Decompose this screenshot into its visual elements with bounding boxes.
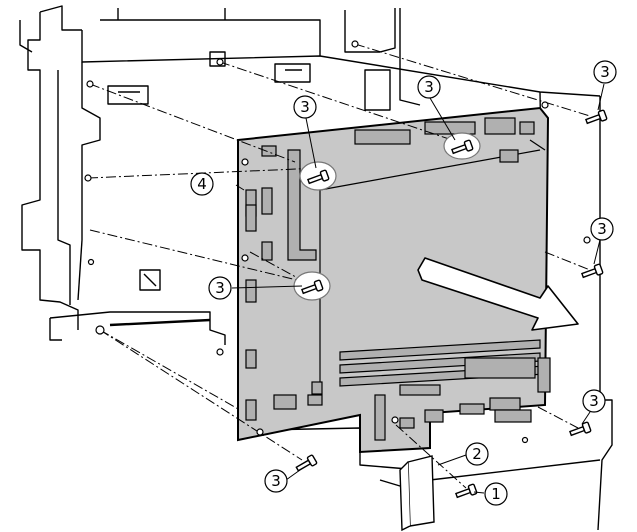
callout-label: 3 [597,220,607,238]
callout-label: 4 [197,175,207,193]
callout-label: 1 [491,485,501,503]
callout-board: 4 [190,172,214,196]
callout-screw-right-mid: 3 [590,217,614,241]
callout-label: 3 [215,279,225,297]
screws [295,109,608,499]
callout-screw-bottom-left: 3 [264,469,288,493]
callout-label: 3 [271,472,281,490]
callout-label: 3 [600,63,610,81]
callout-screw-right-bottom: 3 [582,389,606,413]
callout-screw-top-center: 3 [417,75,441,99]
screw-icon [307,169,330,185]
callout-screw-right-top: 3 [593,60,617,84]
bracket [399,455,435,532]
board-components [245,117,551,441]
screw-icon [295,454,318,472]
callout-label: 3 [589,392,599,410]
callout-label: 2 [472,445,482,463]
screw-icon [451,139,474,155]
removal-arrow [417,257,579,331]
callout-label: 3 [300,98,310,116]
screw-icon [569,421,592,437]
screw-icon [301,279,324,295]
screw-holes [84,40,591,444]
callout-label: 3 [424,78,434,96]
screw-icon [581,263,604,279]
callout-bracket-screw: 1 [484,482,508,506]
screw-icon [455,483,478,499]
callout-bracket: 2 [465,442,489,466]
alignment-lines [87,43,591,489]
leader-lines [231,83,605,494]
callout-screw-side-top-left: 3 [293,95,317,119]
screw-icon [585,109,608,125]
callout-screw-side-mid-left: 3 [208,276,232,300]
callouts: 3 3 3 4 3 3 3 3 [190,60,617,506]
